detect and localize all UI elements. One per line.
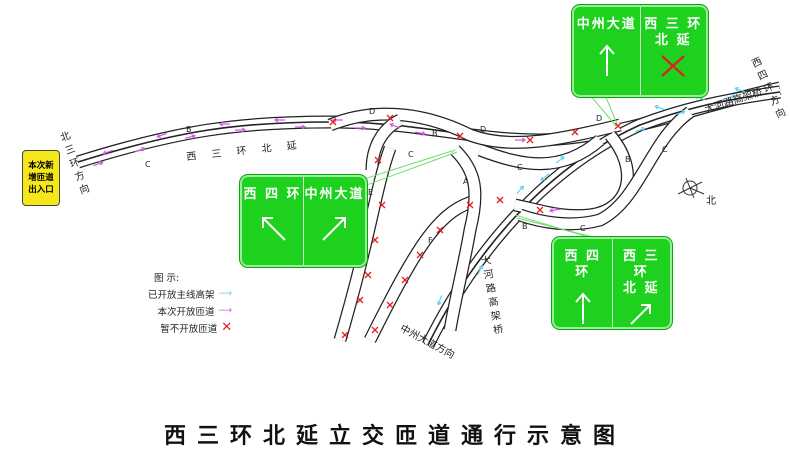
closed-marker-icon <box>466 201 474 209</box>
ramp-e <box>334 146 395 342</box>
legend-item-closed: 暂不开放匝道✕ <box>160 320 233 335</box>
direction-arrow-icon <box>675 109 686 116</box>
direction-arrow-icon <box>436 295 443 306</box>
roads <box>76 81 782 348</box>
ramp-c-loop <box>478 135 604 169</box>
direction-arrow-icon <box>295 124 307 130</box>
closed-marker-icon <box>356 296 364 304</box>
arrow-up-left-icon <box>261 217 286 241</box>
traffic-markers <box>93 86 745 339</box>
sign-top-left-text: 中州大道 <box>576 17 637 32</box>
closed-marker-icon <box>614 122 622 130</box>
direction-arrow-icon <box>93 160 104 167</box>
sign-bottom: 西 四 环 西 三 环北 延 <box>552 237 672 329</box>
sign-top: 中州大道 西 三 环北 延 <box>572 5 708 97</box>
closed-marker-icon <box>436 226 444 234</box>
direction-arrow-icon <box>414 130 426 136</box>
direction-arrow-icon <box>516 185 524 195</box>
direction-arrow-icon <box>185 133 196 139</box>
closed-marker-icon <box>371 236 379 244</box>
closed-marker-icon <box>401 276 409 284</box>
diagram-title: 西三环北延立交匝道通行示意图 <box>163 424 626 449</box>
direction-arrow-icon <box>273 117 285 123</box>
closed-marker-icon <box>496 196 504 204</box>
closed-marker-icon <box>329 118 337 126</box>
ramp-d <box>328 108 622 148</box>
direction-arrow-icon <box>218 121 230 127</box>
closed-marker-icon <box>341 331 349 339</box>
arrow-up-icon <box>598 44 615 76</box>
direction-arrow-icon <box>654 104 665 111</box>
closed-marker-icon <box>416 251 424 259</box>
legend-item-open-main: 已开放主线高架⟶ <box>148 288 233 301</box>
closed-marker-icon <box>536 206 544 214</box>
arrow-up-right-icon <box>321 217 346 241</box>
closed-marker-icon <box>386 301 394 309</box>
direction-arrow-icon <box>102 149 113 156</box>
legend: 图 示: 已开放主线高架⟶ 本次开放匝道⟶ 暂不开放匝道✕ <box>148 272 233 336</box>
arrow-up-icon <box>574 292 591 324</box>
direction-arrow-icon <box>477 264 484 275</box>
closed-x-icon <box>661 55 685 77</box>
ramp-a <box>444 146 481 331</box>
closed-marker-icon <box>571 128 579 136</box>
direction-arrow-icon <box>555 156 565 164</box>
closed-marker-icon <box>378 201 386 209</box>
closed-marker-icon <box>371 326 379 334</box>
direction-arrow-icon <box>156 132 167 139</box>
compass-icon <box>677 177 705 199</box>
closed-marker-icon <box>374 156 382 164</box>
direction-arrow-icon <box>235 127 247 133</box>
direction-arrow-icon <box>135 146 146 153</box>
direction-arrow-icon <box>515 137 527 143</box>
direction-arrow-icon <box>549 207 561 213</box>
closed-marker-icon <box>364 271 372 279</box>
direction-arrow-icon <box>635 126 646 133</box>
legend-item-open-ramp: 本次开放匝道⟶ <box>157 305 233 318</box>
label-north: 北 <box>706 196 716 207</box>
closed-marker-icon <box>456 132 464 140</box>
new-ramp-badge: 本次新增匝道出入口 <box>22 150 60 206</box>
sign-left: 西 四 环 中州大道 <box>240 175 367 267</box>
direction-arrow-icon <box>540 173 550 181</box>
direction-arrow-icon <box>355 125 367 131</box>
direction-arrow-icon <box>389 122 400 129</box>
direction-arrow-icon <box>725 93 736 100</box>
ramp-b-west <box>366 115 403 171</box>
ramp-f <box>365 194 480 343</box>
ramp-c-east <box>518 107 694 230</box>
direction-arrow-icon <box>734 86 745 93</box>
closed-marker-icon <box>386 114 394 122</box>
closed-marker-icon <box>526 136 534 144</box>
arrow-up-right-icon <box>630 304 652 325</box>
